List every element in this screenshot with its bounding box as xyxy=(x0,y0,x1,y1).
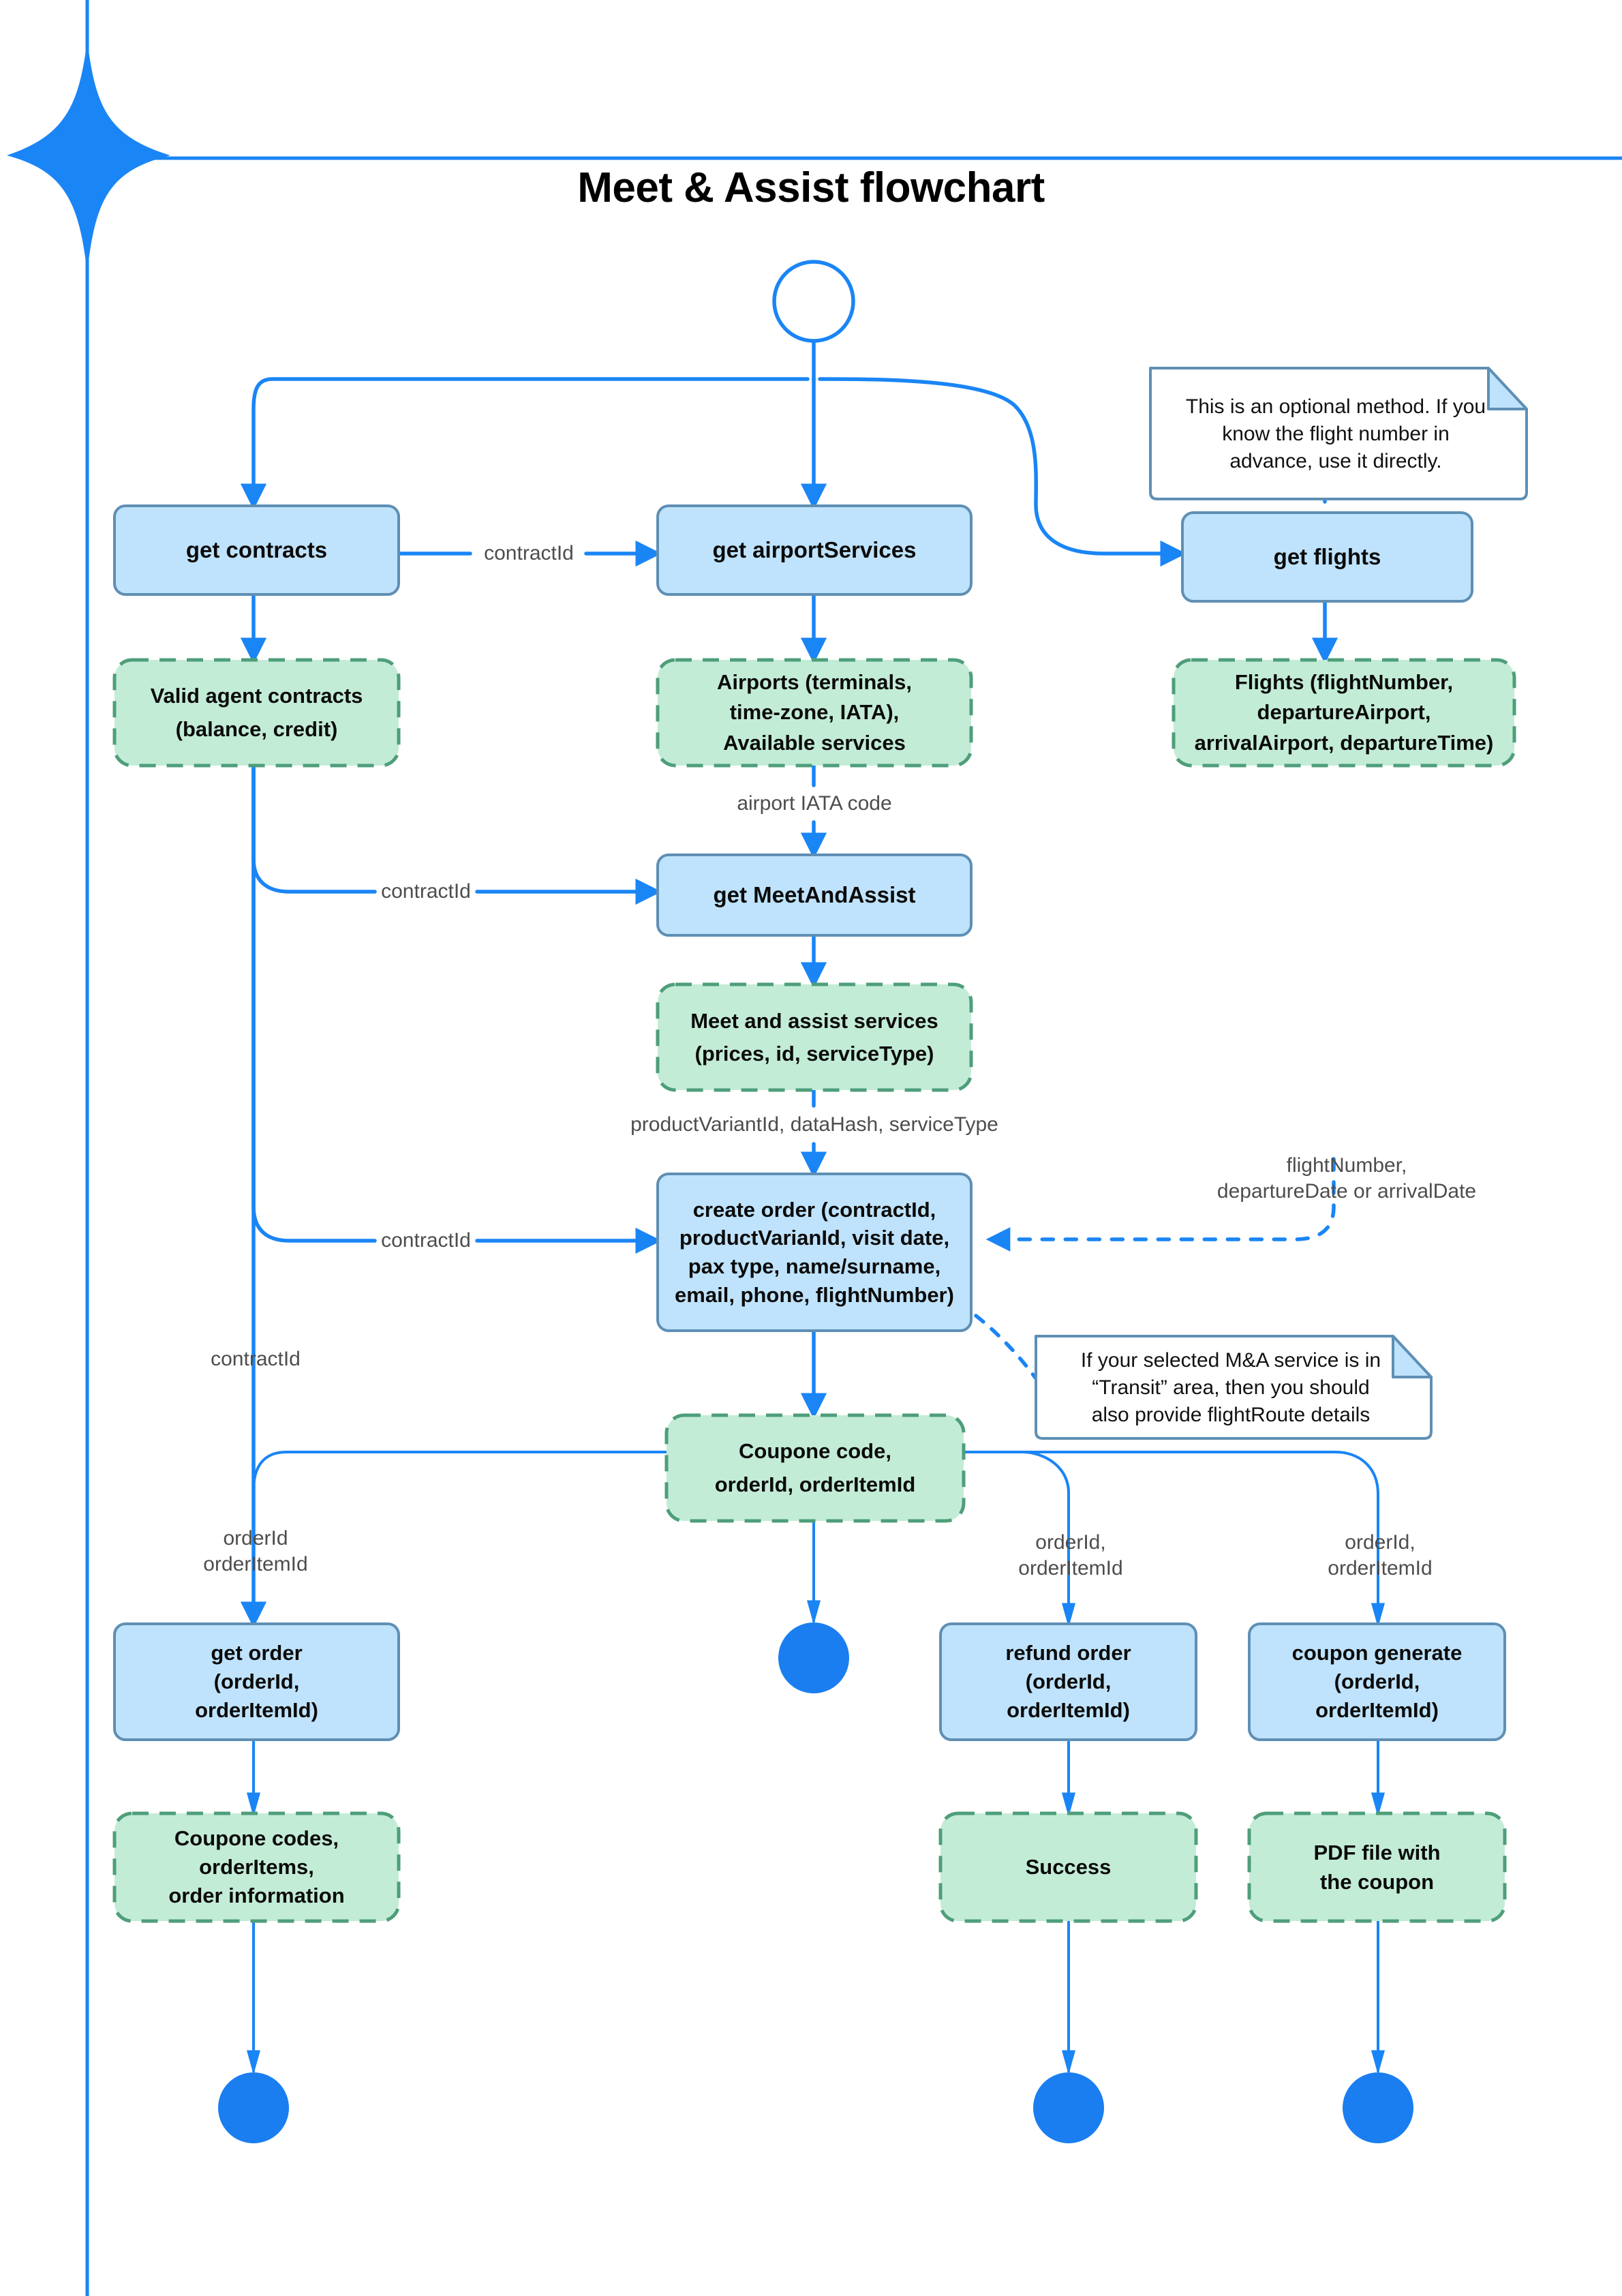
node-success[interactable] xyxy=(938,1811,1198,1923)
order-coupon-line-2: orderItemId xyxy=(1328,1557,1433,1580)
node-coupone-code[interactable] xyxy=(664,1413,966,1523)
end-node-left xyxy=(218,2072,289,2143)
edge-label-product-variant: productVariantId, dataHash, serviceType xyxy=(630,1113,998,1136)
node-flights-data[interactable] xyxy=(1172,658,1516,768)
end-node-middle xyxy=(778,1622,849,1693)
node-airports[interactable] xyxy=(656,658,973,768)
end-node-refund xyxy=(1033,2072,1104,2143)
node-get-flights[interactable] xyxy=(1181,511,1473,603)
order-coupon-line-1: orderId, xyxy=(1345,1530,1416,1554)
flight-params-line-1: flightNumber, xyxy=(1286,1153,1407,1177)
node-get-meetandassist[interactable] xyxy=(656,854,973,937)
nodes-layer xyxy=(112,367,1528,2143)
order-refund-line-2: orderItemId xyxy=(1018,1557,1123,1580)
order-refund-line-1: orderId, xyxy=(1035,1530,1106,1554)
order-left-line-2: orderItemId xyxy=(203,1553,308,1575)
edge-label-contract-to-order: contractId xyxy=(381,1228,471,1252)
node-coupon-generate[interactable] xyxy=(1248,1622,1506,1741)
edge-label-order-left: orderId orderItemId xyxy=(179,1520,333,1583)
note-text-transit: If your selected M&A service is in “Tran… xyxy=(1041,1338,1420,1438)
node-ma-services[interactable] xyxy=(656,982,973,1092)
node-valid-contracts[interactable] xyxy=(112,658,401,768)
node-refund-order[interactable] xyxy=(939,1622,1197,1741)
note-transit-line-1: If your selected M&A service is in xyxy=(1080,1349,1381,1372)
note-flights-line-2: know the flight number in xyxy=(1222,423,1450,446)
note-transit-line-2: “Transit” area, then you should xyxy=(1092,1376,1370,1400)
order-left-line-1: orderId xyxy=(223,1526,288,1550)
note-flights-line-1: This is an optional method. If you xyxy=(1185,395,1486,419)
note-text-get-flights: This is an optional method. If you know … xyxy=(1159,376,1513,492)
node-get-contracts[interactable] xyxy=(113,504,400,596)
note-transit xyxy=(1035,1335,1433,1440)
edge-label-airport-iata: airport IATA code xyxy=(737,791,892,815)
edge-label-contract-to-airport: contractId xyxy=(484,541,574,564)
node-pdf-file[interactable] xyxy=(1247,1811,1507,1923)
edge-flights-to-create-order xyxy=(1325,765,1334,1159)
edge-label-contract-left: contractId xyxy=(211,1347,301,1370)
node-get-airport-services[interactable] xyxy=(656,504,973,596)
note-flights-line-3: advance, use it directly. xyxy=(1229,449,1442,472)
node-coupone-codes[interactable] xyxy=(112,1811,401,1923)
edge-label-flight-params: flightNumber, departureDate or arrivalDa… xyxy=(1159,1148,1535,1209)
edge-label-order-refund: orderId, orderItemId xyxy=(994,1524,1148,1587)
flight-params-line-2: departureDate or arrivalDate xyxy=(1216,1180,1477,1203)
sparkle-icon xyxy=(7,40,170,273)
end-node-coupon xyxy=(1343,2072,1413,2143)
start-node xyxy=(772,260,855,343)
edge-label-order-coupon: orderId, orderItemId xyxy=(1303,1524,1457,1587)
node-get-order[interactable] xyxy=(113,1622,400,1741)
page-title: Meet & Assist flowchart xyxy=(577,164,1045,211)
note-get-flights xyxy=(1149,367,1528,500)
node-create-order[interactable] xyxy=(656,1173,973,1332)
page-frame xyxy=(85,0,1622,2296)
edge-label-contract-to-ma: contractId xyxy=(381,879,471,903)
edges-layer xyxy=(240,260,1386,2075)
note-transit-line-3: also provide flightRoute details xyxy=(1091,1403,1371,1426)
